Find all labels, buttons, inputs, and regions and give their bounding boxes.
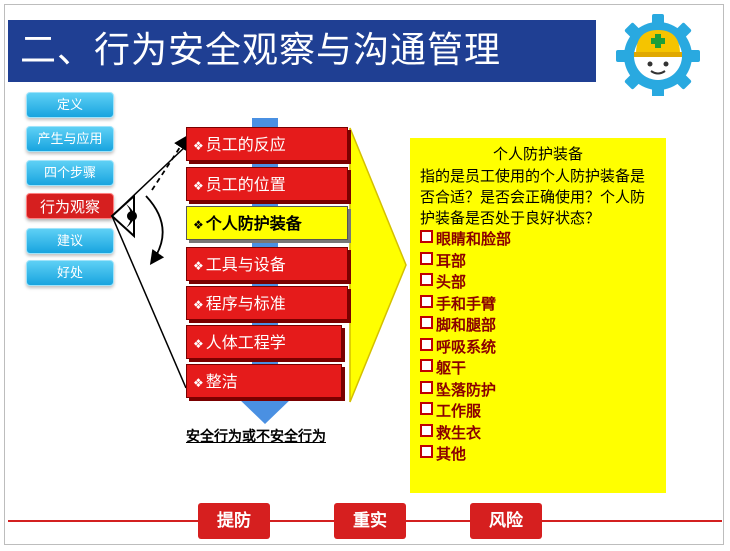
factor-item[interactable]: ❖员工的反应 [186, 127, 348, 161]
checkbox-square-icon [420, 445, 433, 458]
risk-button[interactable]: 风险 [470, 503, 542, 539]
eye-icon [110, 193, 137, 239]
checkbox-square-icon [420, 251, 433, 265]
list-item: 坠落防护 [420, 380, 656, 402]
list-item: 呼吸系统 [420, 337, 656, 359]
list-item: 躯干 [420, 358, 656, 380]
slide-frame [4, 4, 724, 545]
diamond-bullet-icon: ❖ [193, 298, 204, 312]
panel-description: 指的是员工使用的个人防护装备是否合适？是否会正确使用？个人防护装备是否处于良好状… [420, 167, 646, 227]
factor-item-active[interactable]: ❖个人防护装备 [186, 206, 348, 240]
factor-item[interactable]: ❖工具与设备 [186, 247, 348, 281]
diamond-bullet-icon: ❖ [193, 179, 204, 193]
factor-item[interactable]: ❖员工的位置 [186, 167, 348, 201]
list-item: 工作服 [420, 401, 656, 423]
conclusion-label: 安全行为或不安全行为 [186, 429, 326, 445]
checkbox-square-icon [420, 273, 433, 286]
checkbox-square-icon [420, 423, 433, 437]
panel-title: 个人防护装备 [492, 145, 583, 163]
factor-item[interactable]: ❖程序与标准 [186, 286, 348, 320]
checkbox-square-icon [420, 337, 433, 351]
checkbox-square-icon [420, 402, 433, 415]
beware-button[interactable]: 提防 [198, 503, 270, 539]
curved-arrow-bottom [145, 195, 165, 265]
list-item: 其他 [420, 444, 656, 466]
safety-gear-logo-icon [616, 14, 700, 96]
checkbox-square-icon [420, 359, 433, 372]
checkbox-square-icon [420, 230, 433, 243]
page-title: 二、行为安全观察与沟通管理 [20, 30, 502, 71]
diamond-bullet-icon: ❖ [193, 337, 204, 351]
title-bar [8, 20, 596, 82]
list-item: 脚和腿部 [420, 315, 656, 337]
checkbox-square-icon [420, 316, 433, 329]
nav-item-origin[interactable]: 产生与应用 [26, 126, 114, 152]
ppe-item-list: 眼睛和脸部 耳部 头部 手和手臂 脚和腿部 呼吸系统 躯干 坠落防护 工作服 救… [420, 229, 656, 466]
ppe-detail-panel: 个人防护装备 指的是员工使用的个人防护装备是否合适？是否会正确使用？个人防护装备… [410, 138, 666, 493]
diamond-bullet-icon: ❖ [193, 376, 204, 390]
diamond-bullet-icon: ❖ [193, 139, 204, 153]
emphasize-button[interactable]: 重实 [334, 503, 406, 539]
pointer-chevron [349, 127, 407, 403]
nav-item-suggestions[interactable]: 建议 [26, 228, 114, 254]
checkbox-square-icon [420, 380, 433, 394]
diamond-bullet-icon: ❖ [193, 218, 204, 232]
nav-item-behavior-observation[interactable]: 行为观察 [26, 193, 114, 219]
nav-item-benefits[interactable]: 好处 [26, 260, 114, 286]
nav-item-definition[interactable]: 定义 [26, 92, 114, 118]
dashed-arrow-top [151, 134, 188, 191]
factor-item[interactable]: ❖整洁 [186, 364, 342, 398]
list-item: 眼睛和脸部 [420, 229, 656, 251]
checkbox-square-icon [420, 294, 433, 308]
nav-item-four-steps[interactable]: 四个步骤 [26, 160, 114, 186]
diamond-bullet-icon: ❖ [193, 259, 204, 273]
view-line-bottom [111, 215, 187, 389]
factor-item[interactable]: ❖人体工程学 [186, 325, 342, 359]
list-item: 手和手臂 [420, 294, 656, 316]
list-item: 救生衣 [420, 423, 656, 445]
list-item: 耳部 [420, 251, 656, 273]
list-item: 头部 [420, 272, 656, 294]
